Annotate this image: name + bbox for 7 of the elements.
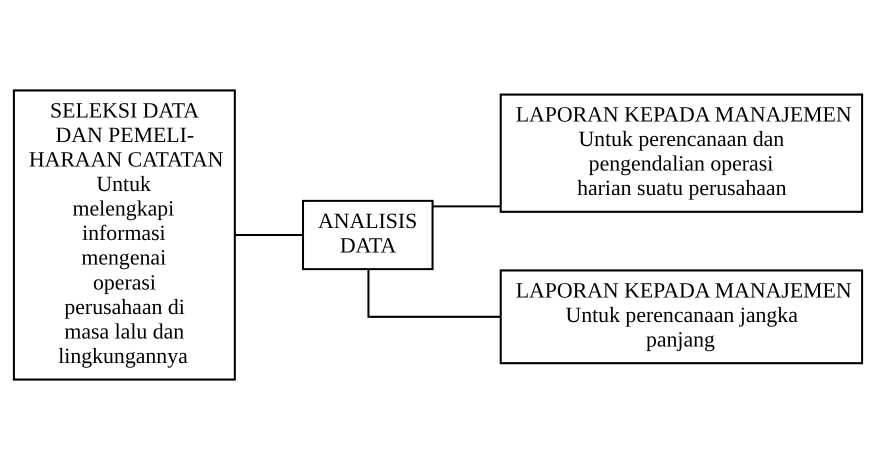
node-box: LAPORAN KEPADA MANAJEMEN Untuk perencanaan jangka panjang	[500, 269, 864, 364]
node-box: SELEKSI DATA DAN PEMELI- HARAAN CATATAN Untuk melengkapi informasi mengenai operasi perusahaan di masa lalu dan lingkungannya	[12, 89, 236, 381]
connector	[235, 234, 303, 236]
connector	[367, 269, 501, 318]
node-box: ANALISIS DATA	[302, 200, 434, 270]
node-box: LAPORAN KEPADA MANAJEMEN Untuk perencanaan dan pengendalian operasi harian suatu perusahaan	[500, 94, 864, 213]
connector	[432, 205, 501, 208]
